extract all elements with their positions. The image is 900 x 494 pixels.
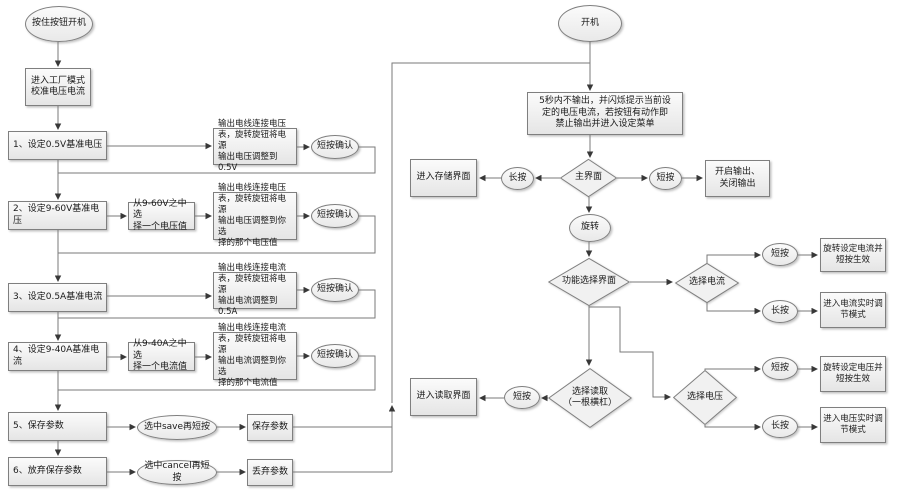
voltage-9-60v-detail-box: 输出电线连接电压 表，旋转旋钮将电源 输出电压调整到你选 择的那个电压值 bbox=[213, 183, 297, 248]
step1-box: 1、设定0.5V基准电压 bbox=[8, 131, 107, 160]
step6-box: 6、放弃保存参数 bbox=[8, 457, 107, 486]
current-realtime-box: 进入电流实时调 节模式 bbox=[820, 292, 886, 328]
step5-box: 5、保存参数 bbox=[8, 412, 107, 441]
diamond-shape bbox=[560, 159, 617, 197]
short-press-ellipse: 短按 bbox=[649, 167, 682, 190]
confirm-short-press-ellipse: 短按确认 bbox=[311, 204, 359, 228]
diamond-shape bbox=[673, 370, 737, 425]
select-current-diamond: 选择电流 bbox=[675, 263, 739, 303]
short-press-ellipse: 短按 bbox=[762, 357, 798, 380]
long-press-ellipse: 长按 bbox=[762, 300, 798, 323]
select-voltage-diamond: 选择电压 bbox=[673, 370, 737, 425]
select-cancel-ellipse: 选中cancel再短按 bbox=[137, 460, 217, 485]
current-0a5-detail-box: 输出电线连接电流 表，旋转旋钮将电源 输出电流调整到0.5A bbox=[213, 263, 297, 317]
hold-button-start-ellipse: 按住按钮开机 bbox=[25, 6, 93, 42]
set-voltage-box: 旋转设定电压并 短按生效 bbox=[820, 356, 886, 392]
rotate-ellipse: 旋转 bbox=[569, 214, 611, 242]
confirm-short-press-ellipse: 短按确认 bbox=[311, 135, 359, 159]
short-press-ellipse: 短按 bbox=[504, 386, 540, 409]
step4-box: 4、设定9-40A基准电流 bbox=[8, 342, 107, 371]
long-press-ellipse: 长按 bbox=[501, 167, 534, 190]
confirm-short-press-ellipse: 短按确认 bbox=[311, 278, 359, 302]
select-save-ellipse: 选中save再短按 bbox=[137, 415, 217, 440]
pick-voltage-box: 从9-60V之中选 择一个电压值 bbox=[128, 199, 195, 232]
short-press-ellipse: 短按 bbox=[762, 243, 798, 266]
voltage-0v5-detail-box: 输出电线连接电压 表，旋转旋钮将电源 输出电压调整到0.5V bbox=[213, 119, 297, 173]
main-ui-diamond: 主界面 bbox=[560, 159, 617, 197]
confirm-short-press-ellipse: 短按确认 bbox=[311, 344, 359, 368]
long-press-ellipse: 长按 bbox=[762, 415, 798, 438]
function-select-diamond: 功能选择界面 bbox=[548, 258, 630, 306]
voltage-realtime-box: 进入电压实时调 节模式 bbox=[820, 407, 886, 443]
discard-params-box: 丢弃参数 bbox=[247, 459, 293, 486]
factory-mode-box: 进入工厂模式 校准电压电流 bbox=[25, 68, 91, 106]
step2-box: 2、设定9-60V基准电压 bbox=[8, 201, 107, 230]
boot-notice-box: 5秒内不输出，并闪烁提示当前设 定的电压电流，若按钮有动作即 禁止输出并进入设定… bbox=[527, 92, 683, 135]
read-ui-box: 进入读取界面 bbox=[410, 378, 477, 416]
toggle-output-box: 开启输出、 关闭输出 bbox=[705, 160, 770, 197]
power-on-ellipse: 开机 bbox=[558, 5, 622, 42]
select-read-diamond: 选择读取 （一根横杠） bbox=[548, 368, 632, 428]
pick-current-box: 从9-40A之中选 择一个电流值 bbox=[128, 339, 195, 372]
current-9-40a-detail-box: 输出电线连接电流 表，旋转旋钮将电源 输出电流调整到你选 择的那个电流值 bbox=[213, 323, 297, 388]
diamond-shape bbox=[675, 263, 739, 303]
storage-ui-box: 进入存储界面 bbox=[410, 159, 477, 197]
step3-box: 3、设定0.5A基准电流 bbox=[8, 283, 107, 312]
diamond-shape bbox=[548, 368, 632, 428]
set-current-box: 旋转设定电流并 短按生效 bbox=[820, 238, 886, 272]
save-params-box: 保存参数 bbox=[247, 414, 293, 441]
diamond-shape bbox=[548, 258, 630, 306]
